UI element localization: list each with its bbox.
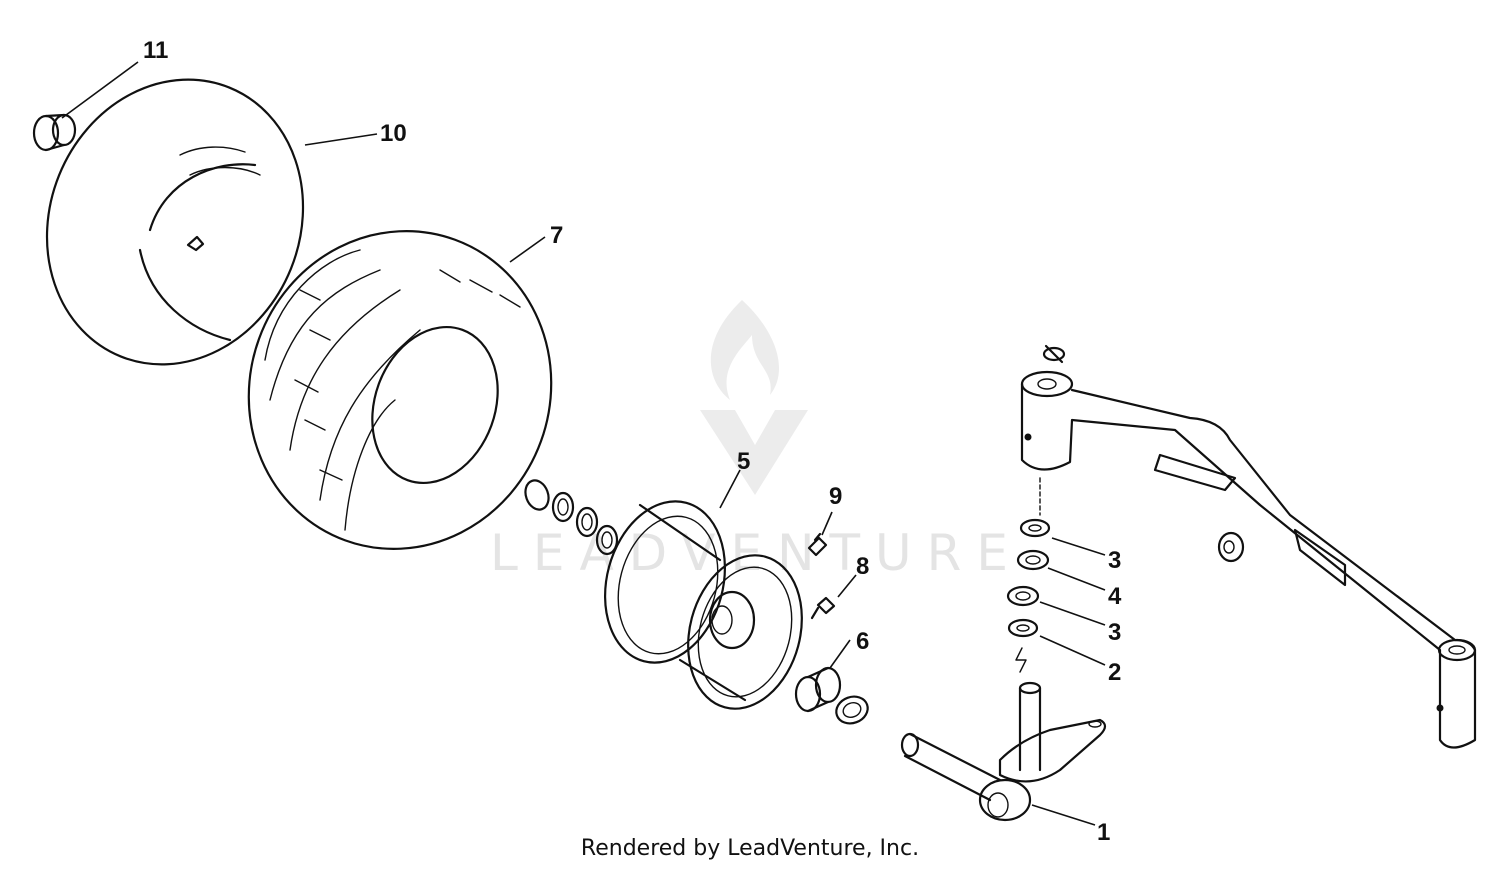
part-7-tire (247, 230, 553, 550)
part-11-valve-stem (32, 113, 77, 152)
part-8-bolt (810, 596, 836, 620)
callout-9: 9 (829, 483, 842, 510)
callout-5: 5 (737, 448, 750, 475)
watermark-v-icon (700, 410, 808, 495)
leader-lines (61, 61, 1106, 826)
part-6-bearing (794, 666, 869, 725)
callout-3-top: 3 (1108, 547, 1121, 574)
watermark-text: LEADVENTURE (490, 524, 1023, 582)
callout-10: 10 (380, 120, 407, 147)
callout-6: 6 (856, 628, 869, 655)
callout-4: 4 (1108, 583, 1122, 610)
part-9-grease-fitting (807, 532, 828, 557)
callout-1: 1 (1097, 819, 1110, 846)
callout-3-bottom: 3 (1108, 619, 1121, 646)
part-1-spindle (900, 681, 1107, 822)
watermark: LEADVENTURE (490, 300, 1023, 582)
callout-7: 7 (550, 222, 563, 249)
top-retaining-ring (1042, 344, 1066, 364)
watermark-flame-icon (710, 300, 780, 400)
callout-labels: 11 10 7 5 9 8 6 3 4 3 2 1 (143, 37, 1122, 846)
part-5-rim (603, 500, 803, 710)
callout-2: 2 (1108, 659, 1121, 686)
spacers-stack (524, 479, 619, 556)
callout-11: 11 (143, 37, 168, 64)
front-axle-arm (1020, 370, 1477, 749)
footer-credit: Rendered by LeadVenture, Inc. (580, 836, 920, 861)
callout-8: 8 (856, 553, 869, 580)
part-10-inner-tube (45, 78, 305, 366)
axle-washer-stack (1006, 477, 1051, 673)
